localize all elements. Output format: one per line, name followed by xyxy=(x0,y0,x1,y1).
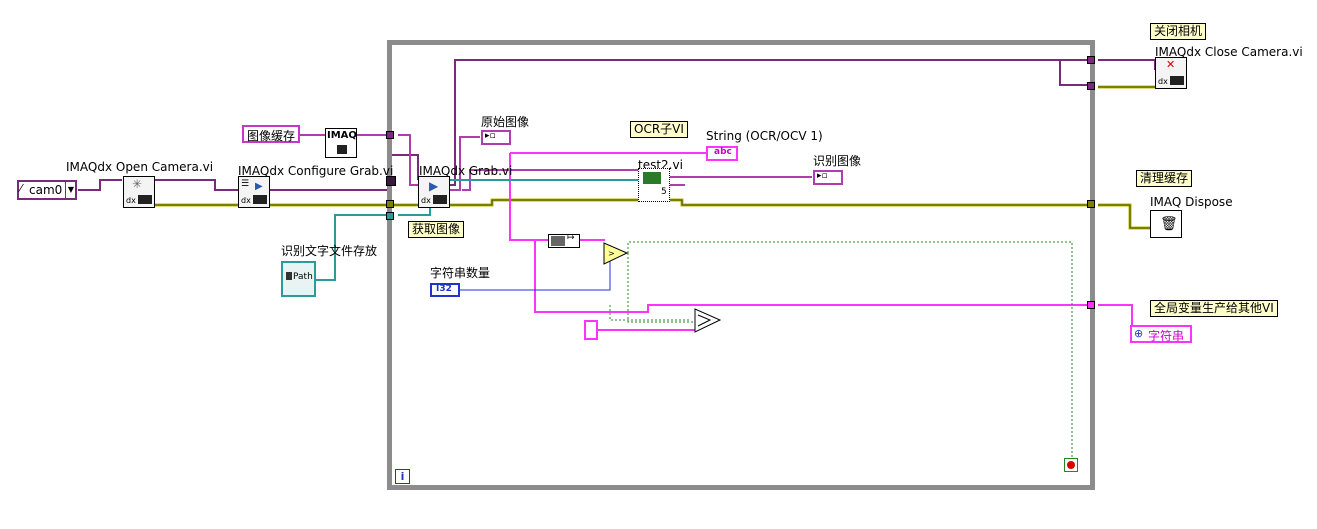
folder-icon xyxy=(286,272,292,280)
subvi-number: 5 xyxy=(661,187,667,197)
dx-icon: dx xyxy=(421,196,431,205)
configure-grab-label: IMAQdx Configure Grab.vi xyxy=(238,164,394,178)
tunnel-image-buffer xyxy=(386,131,394,139)
loop-iteration-terminal: i xyxy=(395,469,410,484)
arrow-icon: ↦ xyxy=(567,233,575,243)
chevron-down-icon[interactable]: ▼ xyxy=(65,182,76,198)
stop-button[interactable] xyxy=(1064,458,1078,472)
image-wires xyxy=(300,134,812,191)
get-image-comment: 获取图像 xyxy=(408,221,465,238)
global-var-comment: 全局变量生产给其他VI xyxy=(1150,300,1278,317)
tunnel-session-out xyxy=(1087,56,1095,64)
grab-vi[interactable]: ▶ dx xyxy=(418,176,450,208)
original-image-indicator[interactable]: ▸▫ xyxy=(481,130,511,145)
abc-text: abc xyxy=(714,147,732,157)
camera-icon xyxy=(433,195,447,204)
camera-icon xyxy=(1170,76,1184,85)
image-indicator-icon: ▸▫ xyxy=(817,171,828,181)
image-buffer-constant[interactable]: 图像缓存 xyxy=(242,125,300,143)
imaq-text: IMAQ xyxy=(327,130,357,141)
int-wires xyxy=(460,255,611,291)
image-indicator-icon: ▸▫ xyxy=(485,131,496,141)
while-loop[interactable] xyxy=(387,40,1095,490)
close-camera-label: IMAQdx Close Camera.vi xyxy=(1155,45,1303,59)
create-icon xyxy=(337,145,347,154)
string-length-function[interactable]: ↦ xyxy=(548,233,580,248)
length-icon xyxy=(551,236,565,246)
play-icon: ▶ xyxy=(255,181,263,192)
string-ocr-indicator[interactable]: abc xyxy=(706,146,738,161)
string-wires xyxy=(509,152,1133,332)
play-icon: ▶ xyxy=(429,179,439,193)
path-text: Path xyxy=(293,272,313,282)
global-string-text: 字符串 xyxy=(1148,329,1185,343)
dispose-vi[interactable]: 🗑 xyxy=(1150,210,1182,238)
text-file-label: 识别文字文件存放 xyxy=(281,244,378,258)
string-count-control[interactable]: I32 xyxy=(430,283,460,297)
tunnel-string-out xyxy=(1087,301,1095,309)
dispose-label: IMAQ Dispose xyxy=(1150,195,1233,209)
svg-text:>: > xyxy=(608,249,615,258)
trash-icon: 🗑 xyxy=(1160,216,1178,232)
clear-cache-comment: 清理缓存 xyxy=(1136,170,1193,187)
string-count-label: 字符串数量 xyxy=(430,266,491,280)
tunnel-session-out-2 xyxy=(1087,82,1095,90)
grab-label: IMAQdx Grab.vi xyxy=(419,164,513,178)
io-icon: ⁄ xyxy=(20,182,22,195)
greater-than-node[interactable]: > xyxy=(603,242,629,266)
tunnel-error xyxy=(386,200,394,208)
tunnel-error-out xyxy=(1087,200,1095,208)
string-ocr-label: String (OCR/OCV 1) xyxy=(706,129,823,143)
close-camera-vi[interactable]: ✕ dx xyxy=(1155,57,1187,89)
recognized-image-label: 识别图像 xyxy=(813,154,862,168)
close-camera-comment: 关闭相机 xyxy=(1150,23,1207,40)
original-image-label: 原始图像 xyxy=(481,115,530,129)
close-icon: ✕ xyxy=(1166,58,1176,71)
camera-icon xyxy=(138,195,152,204)
config-icon: ☰ xyxy=(241,179,250,189)
bool-wires xyxy=(609,241,1073,458)
dx-icon: dx xyxy=(126,196,136,205)
empty-string-constant[interactable] xyxy=(584,320,598,340)
test2-subvi[interactable]: 5 xyxy=(638,168,670,202)
configure-grab-vi[interactable]: ☰ ▶ dx xyxy=(238,176,270,208)
ocr-subvi-comment: OCR子VI xyxy=(630,121,688,138)
global-string-variable[interactable]: ⊕ 字符串 xyxy=(1130,325,1192,343)
globe-icon: ⊕ xyxy=(1134,327,1144,340)
select-node[interactable] xyxy=(694,308,722,334)
dx-icon: dx xyxy=(241,196,251,205)
sparkle-icon: ✳ xyxy=(132,177,143,191)
path-control[interactable]: Path xyxy=(281,261,316,297)
tunnel-path xyxy=(386,212,394,220)
i32-text: I32 xyxy=(436,284,452,294)
camera-icon xyxy=(253,195,267,204)
ocr-icon xyxy=(643,172,661,184)
tunnel-session xyxy=(386,176,396,186)
imaq-create-vi[interactable]: IMAQ xyxy=(325,128,357,158)
camera-name: cam0 xyxy=(29,183,63,197)
dx-icon: dx xyxy=(1158,77,1168,86)
stop-icon xyxy=(1067,461,1075,469)
image-buffer-text: 图像缓存 xyxy=(247,129,296,143)
recognized-image-indicator[interactable]: ▸▫ xyxy=(813,170,843,185)
open-camera-vi[interactable]: ✳ dx xyxy=(123,176,155,208)
error-wire-core xyxy=(155,86,1155,229)
camera-control[interactable]: ⁄ cam0 ▼ xyxy=(17,180,77,200)
open-camera-label: IMAQdx Open Camera.vi xyxy=(66,160,214,174)
